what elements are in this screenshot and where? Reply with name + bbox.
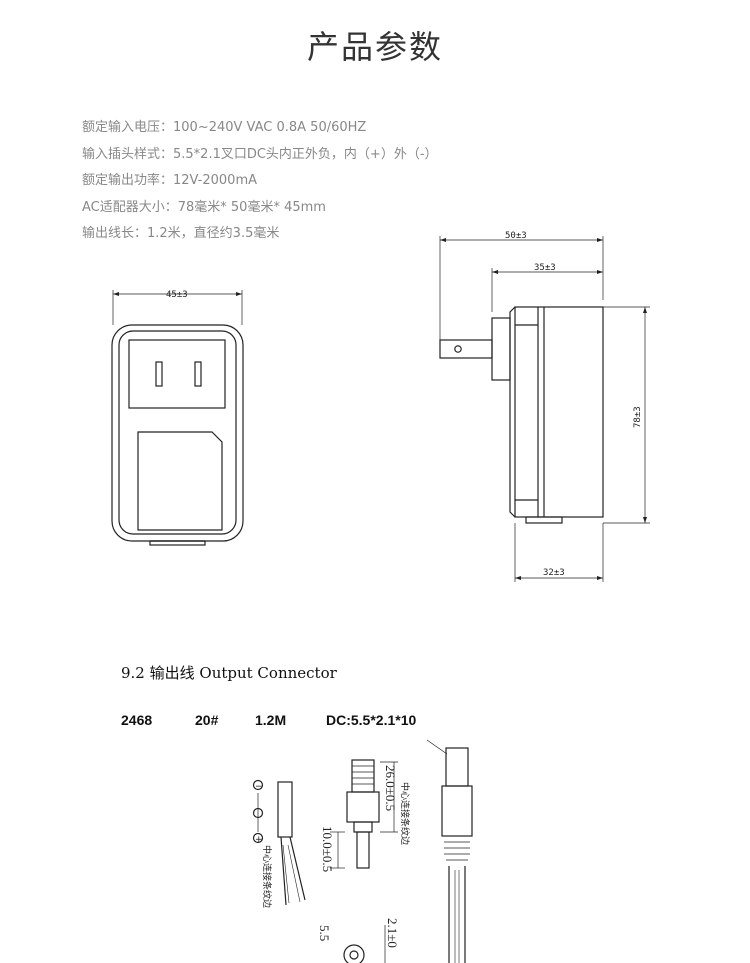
dim-outer-diameter: 5.5 (317, 925, 332, 941)
spec-adapter-size: AC适配器大小：78毫米* 50毫米* 45mm (82, 199, 326, 215)
cable-spec-awg: 20# (195, 712, 219, 728)
label-center-stripe-a: 中心连接条纹边 (399, 782, 411, 845)
cable-spec-length: 1.2M (255, 712, 287, 728)
dim-side-height: 78±3 (633, 406, 643, 428)
adapter-front-view (111, 290, 244, 546)
dim-connector-length-b: 10.0±0.5 (320, 826, 335, 872)
dim-side-body-width: 35±3 (534, 263, 556, 273)
dim-side-bottom-width: 32±3 (543, 568, 565, 578)
minus-sign: − (255, 782, 263, 792)
cable-spec-code: 2468 (121, 712, 153, 728)
spec-plug-style: 输入插头样式：5.5*2.1叉口DC头内正外负，内（+）外（-） (82, 146, 438, 162)
spec-list: 额定输入电压：100~240V VAC 0.8A 50/60HZ 输入插头样式：… (82, 118, 438, 251)
page-title: 产品参数 (306, 28, 443, 66)
section-title: 9.2 输出线 Output Connector (121, 664, 337, 682)
label-center-stripe-b: 中心连接条纹边 (261, 845, 273, 908)
dim-front-width: 45±3 (166, 290, 188, 300)
spec-cable-length: 输出线长：1.2米，直径约3.5毫米 (82, 226, 280, 241)
dim-side-total-width: 50±3 (505, 231, 527, 241)
plus-sign: + (255, 835, 263, 845)
dim-inner-diameter: 2.1±0 (385, 918, 400, 948)
connector-drawing (252, 739, 473, 963)
spec-input-voltage: 额定输入电压：100~240V VAC 0.8A 50/60HZ (82, 120, 367, 135)
adapter-side-view (439, 236, 650, 582)
dim-connector-length-a: 26.0±0.5 (383, 765, 398, 811)
cable-spec-dc: DC:5.5*2.1*10 (326, 712, 417, 728)
spec-output-power: 额定输出功率：12V-2000mA (82, 173, 258, 188)
